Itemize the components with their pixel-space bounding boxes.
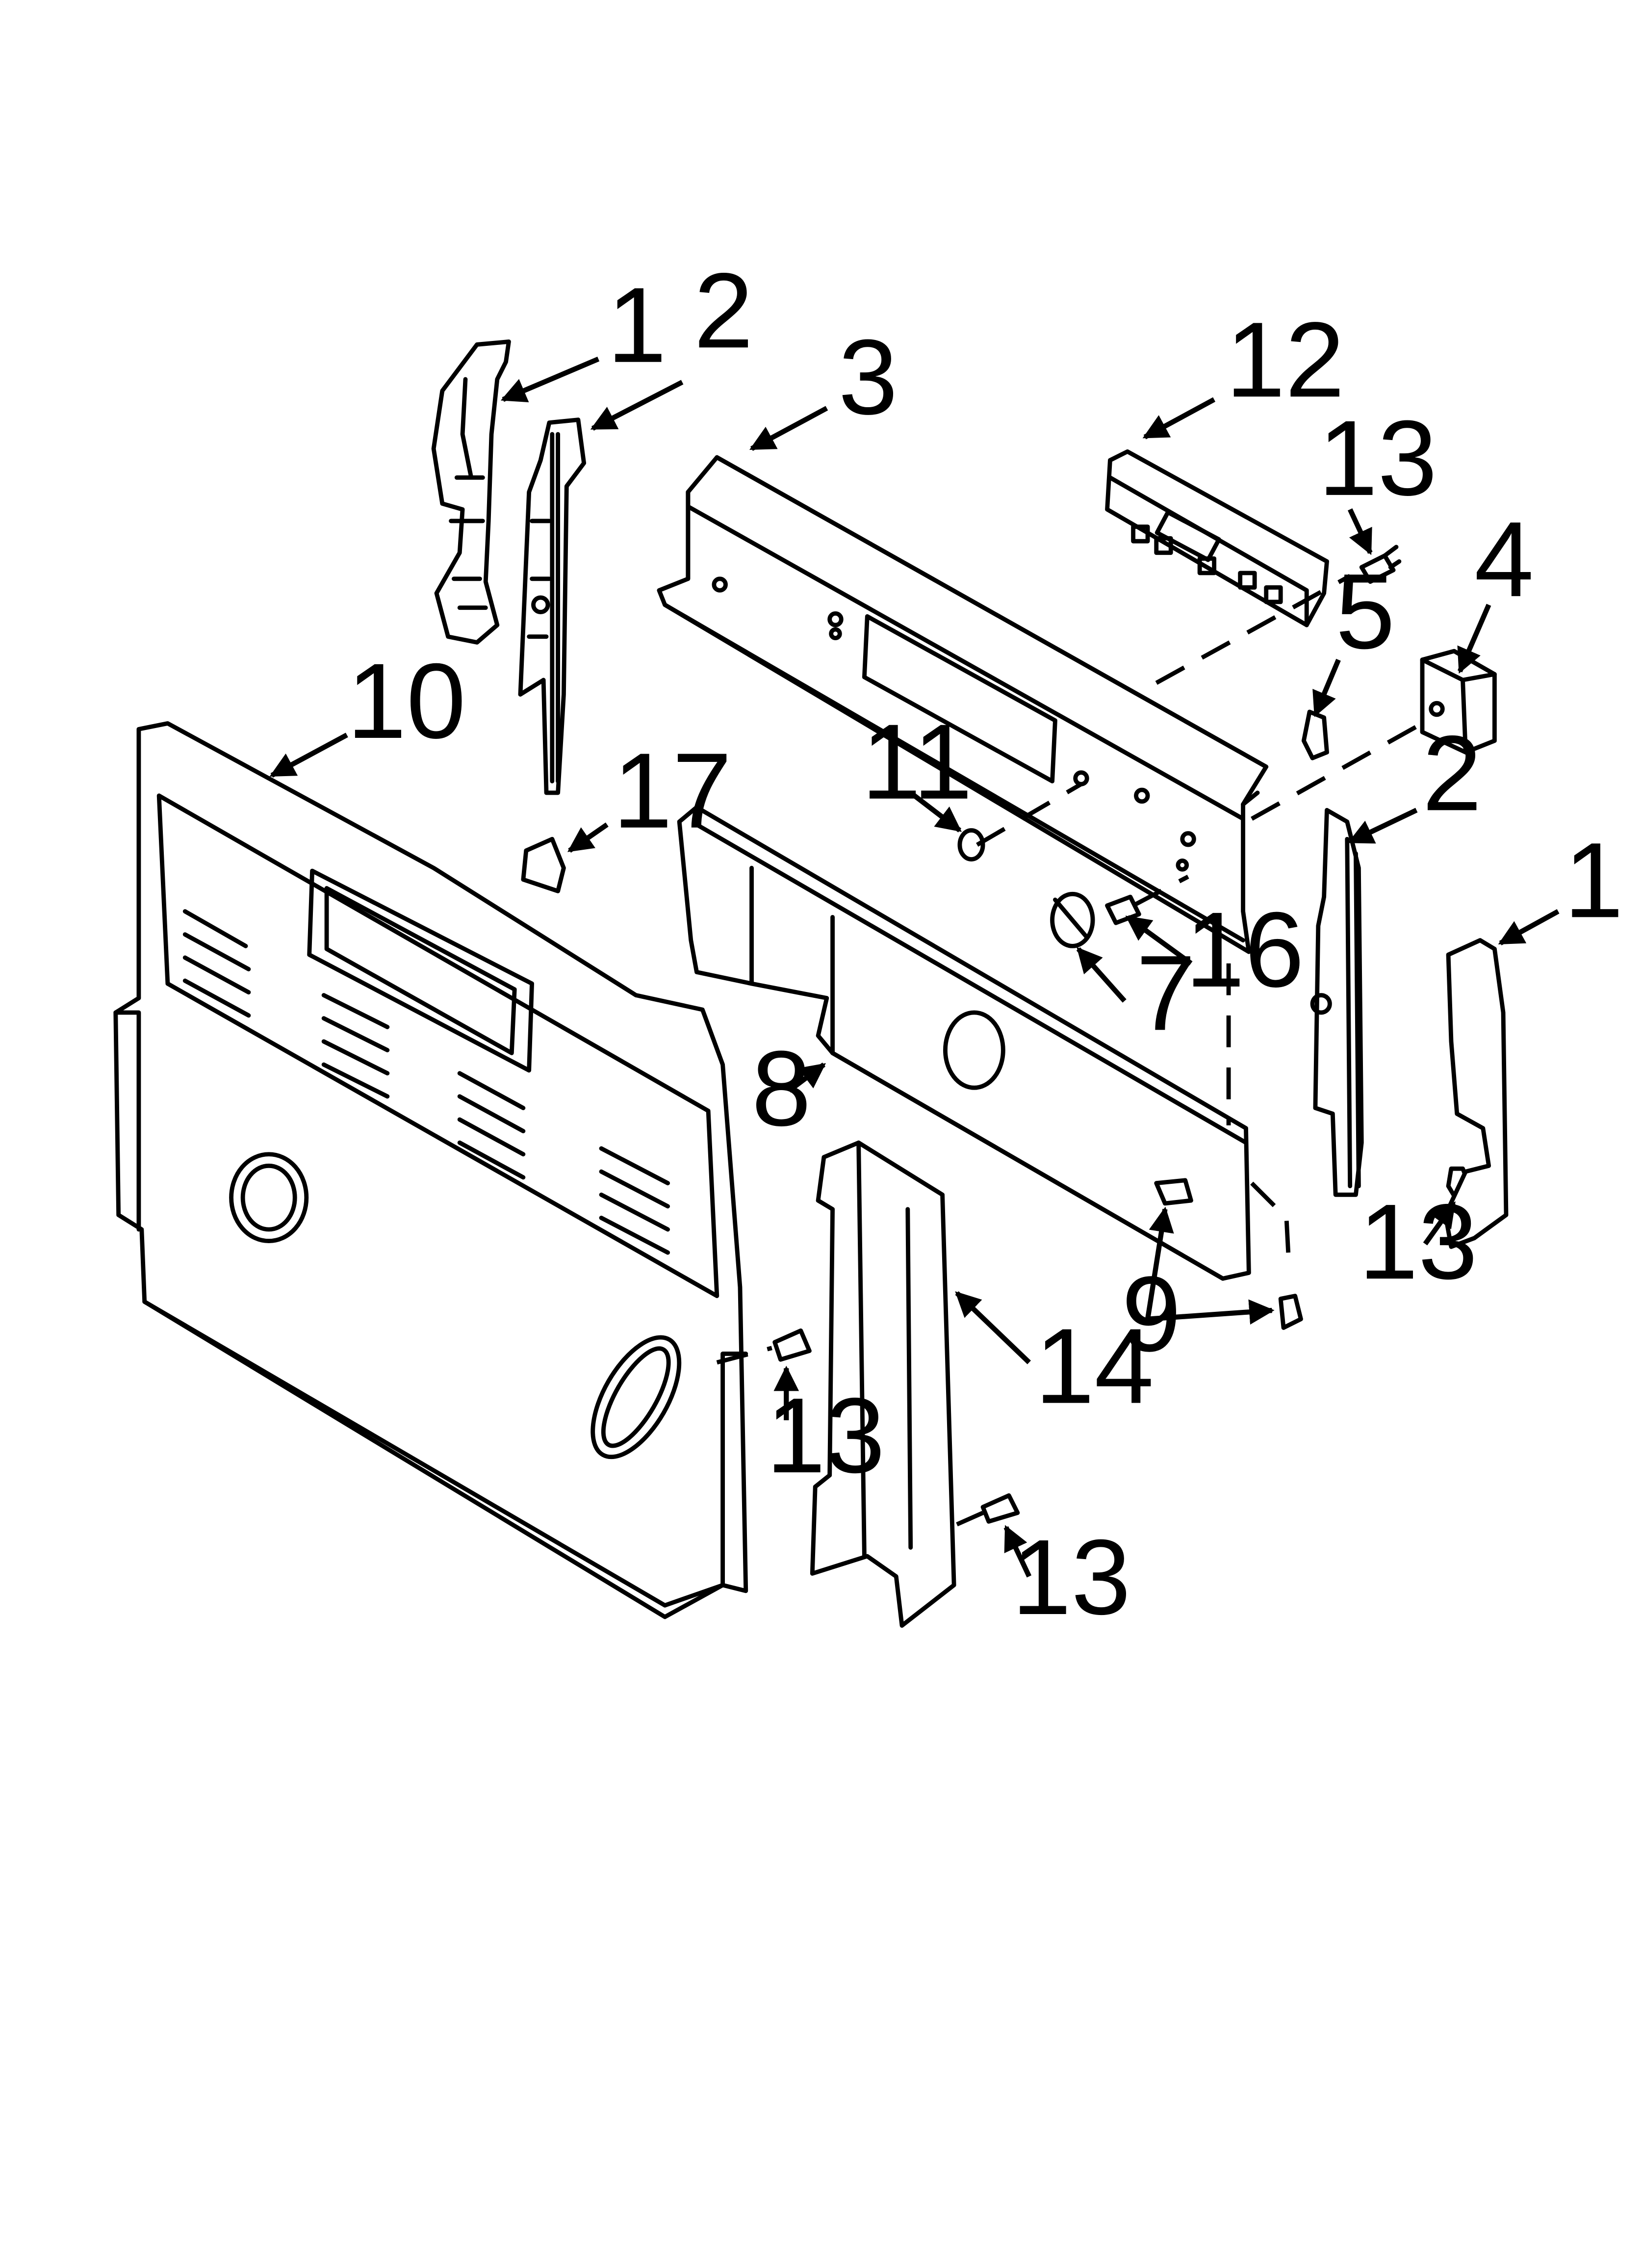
- callout-9: 9: [1122, 1255, 1181, 1374]
- callout-1-left: 1: [607, 266, 667, 385]
- part-7-knob: [1050, 891, 1095, 948]
- part-14-side-panel: [810, 1140, 956, 1628]
- callout-2-left: 2: [694, 251, 753, 370]
- part-1-left-end-cap: [431, 339, 511, 645]
- callout-13-top: 13: [1318, 399, 1437, 518]
- part-3-control-console: [657, 455, 1269, 954]
- leader-arrows: [269, 357, 1560, 1578]
- callout-16: 16: [1185, 890, 1305, 1010]
- part-8-manifold-panel: [677, 805, 1251, 1281]
- callout-1-right: 1: [1564, 821, 1623, 940]
- callout-13-middle: 13: [766, 1376, 885, 1495]
- callout-2-right: 2: [1422, 714, 1482, 833]
- callout-11: 11: [862, 703, 973, 822]
- part-13-screw-middle: [772, 1328, 812, 1362]
- callout-14: 14: [1035, 1307, 1154, 1426]
- callout-7: 7: [1136, 934, 1195, 1053]
- part-13-screw-bottom: [980, 1493, 1020, 1524]
- alignment-lines: [716, 574, 1424, 1527]
- callout-3: 3: [838, 318, 898, 437]
- part-2-left-bracket: [518, 417, 587, 795]
- part-10-rear-panel: [113, 721, 748, 1619]
- callout-12: 12: [1226, 300, 1345, 419]
- part-2-right-bracket: [1310, 808, 1364, 1197]
- part-11-knob: [957, 828, 985, 861]
- part-9-screw-a: [1154, 1178, 1193, 1206]
- part-1-right-end-cap: [1443, 938, 1509, 1249]
- part-17-block: [521, 836, 566, 893]
- callout-17: 17: [613, 731, 732, 851]
- callout-13-bottom: 13: [1012, 1518, 1131, 1637]
- callout-10: 10: [347, 642, 466, 761]
- part-5-clip: [1301, 709, 1329, 760]
- callout-13-right: 13: [1359, 1182, 1478, 1302]
- part-12-clock-display: [1105, 449, 1329, 627]
- callout-5: 5: [1335, 552, 1395, 671]
- part-13-screw-top: [1359, 545, 1402, 584]
- callout-8: 8: [752, 1029, 811, 1148]
- part-4-switch: [1420, 649, 1497, 755]
- callouts: 1 2 3 12 13 4 5 10 17 11 2 1 16 7 8 13 9…: [347, 251, 1623, 1637]
- part-9-screw-b: [1278, 1294, 1303, 1330]
- callout-4: 4: [1474, 500, 1534, 619]
